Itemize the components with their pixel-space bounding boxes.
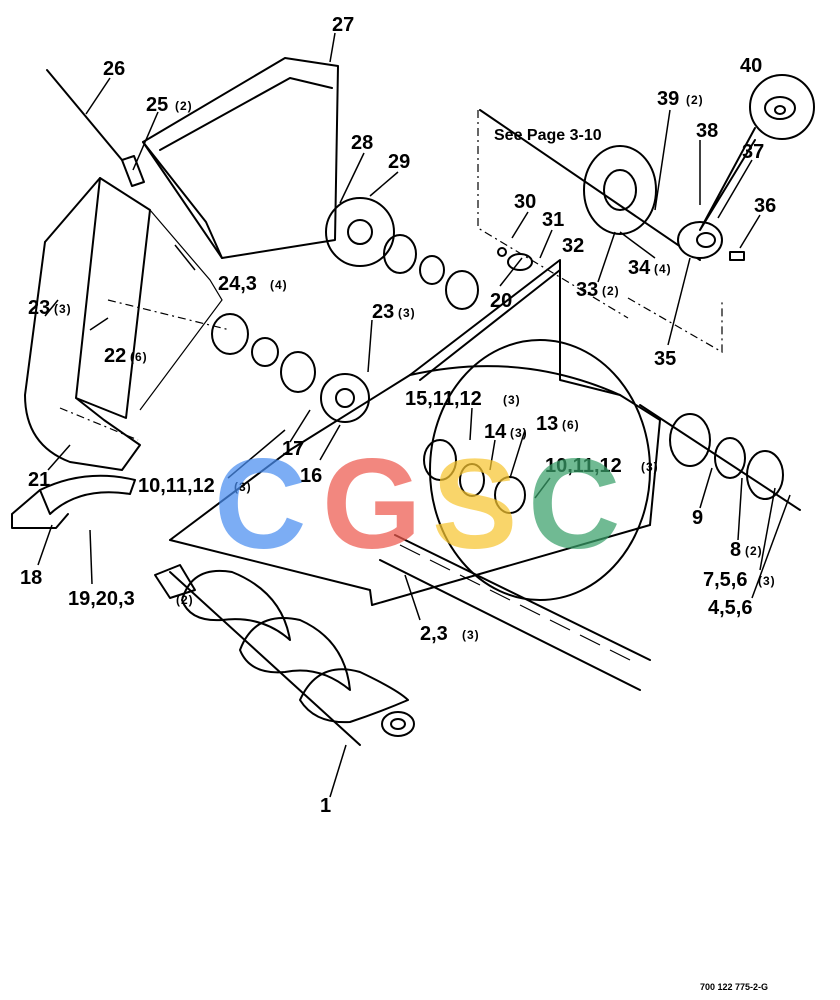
callout-26: 26 — [103, 58, 125, 80]
callout-36: 36 — [754, 195, 776, 217]
qty-8: (2) — [745, 544, 763, 558]
qty-15: (3) — [503, 393, 521, 407]
callout-2: 2,3 — [420, 623, 448, 645]
callout-34: 34 — [628, 257, 651, 279]
callout-21: 21 — [28, 469, 50, 491]
callout-22: 22 — [104, 345, 126, 367]
qty-34: (4) — [654, 262, 672, 276]
callout-27: 27 — [332, 14, 354, 36]
callout-8: 8 — [730, 539, 741, 561]
callout-17: 17 — [282, 438, 304, 460]
callout-25: 25 — [146, 94, 168, 116]
callout-10-center: 10,11,12 — [545, 455, 622, 477]
callout-37: 37 — [742, 141, 764, 163]
callout-30: 30 — [514, 191, 536, 213]
watermark-letter-c2: C — [528, 433, 620, 576]
qty-25: (2) — [175, 99, 193, 113]
qty-33: (2) — [602, 284, 620, 298]
callout-24: 24,3 — [218, 273, 257, 295]
callout-16: 16 — [300, 465, 322, 487]
qty-39: (2) — [686, 93, 704, 107]
qty-10-center: (3) — [641, 460, 659, 474]
callout-7: 7,5,6 — [703, 569, 747, 591]
callout-38: 38 — [696, 120, 718, 142]
qty-23-center: (3) — [398, 306, 416, 320]
callout-23-left: 23 — [28, 297, 50, 319]
part-drawings — [11, 57, 815, 746]
callout-28: 28 — [351, 132, 373, 154]
callout-23-center: 23 — [372, 301, 394, 323]
qty-13: (6) — [562, 418, 580, 432]
callout-13: 13 — [536, 413, 558, 435]
callout-10-left: 10,11,12 — [138, 475, 215, 497]
callout-39: 39 — [657, 88, 679, 110]
callout-1: 1 — [320, 795, 331, 817]
callout-14: 14 — [484, 421, 507, 443]
callout-32: 32 — [562, 235, 584, 257]
callout-15: 15,11,12 — [405, 388, 482, 410]
callout-35: 35 — [654, 348, 676, 370]
callout-labels: 27 26 25 (2) 28 29 24,3 (4) 23 (3) 22 (6… — [20, 14, 776, 817]
callout-40: 40 — [740, 55, 762, 77]
qty-10-left: (3) — [234, 480, 252, 494]
leader-lines — [37, 32, 791, 798]
callout-4: 4,5,6 — [708, 597, 752, 619]
qty-23-left: (3) — [54, 302, 72, 316]
document-code: 700 122 775-2-G — [700, 982, 768, 992]
watermark-letter-c1: C — [214, 433, 306, 576]
watermark-logo: C G S C — [214, 433, 620, 576]
watermark-letter-s: S — [432, 433, 517, 576]
callout-29: 29 — [388, 151, 410, 173]
callout-9: 9 — [692, 507, 703, 529]
callout-19: 19,20,3 — [68, 588, 135, 610]
callout-20: 20 — [490, 290, 512, 312]
reference-note: See Page 3-10 — [494, 127, 602, 144]
callout-31: 31 — [542, 209, 564, 231]
qty-14: (3) — [510, 426, 528, 440]
qty-24: (4) — [270, 278, 288, 292]
qty-7: (3) — [758, 574, 776, 588]
qty-22: (6) — [130, 350, 148, 364]
qty-19: (2) — [176, 593, 194, 607]
callout-33: 33 — [576, 279, 598, 301]
qty-2: (3) — [462, 628, 480, 642]
watermark-letter-g: G — [322, 433, 422, 576]
callout-18: 18 — [20, 567, 42, 589]
